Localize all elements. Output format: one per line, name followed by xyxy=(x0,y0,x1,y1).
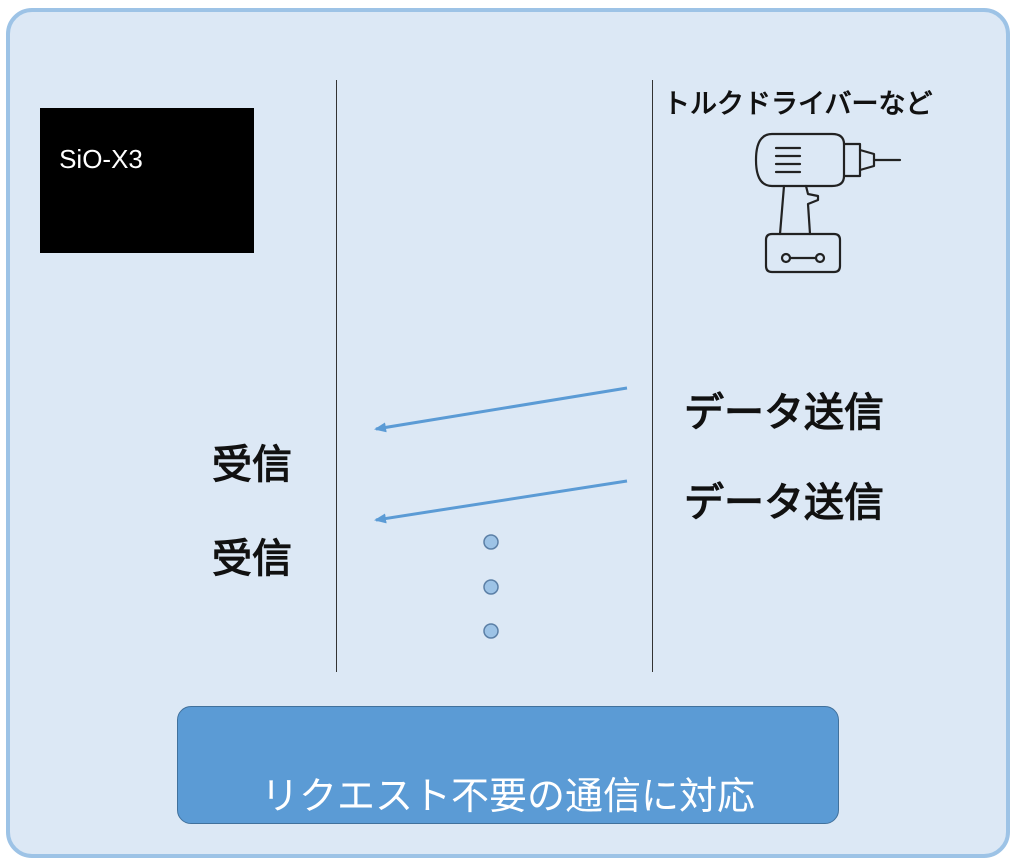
receive-label-1: 受信 xyxy=(212,442,292,488)
device-box: SiO-X3 xyxy=(40,108,254,253)
feature-banner-label: リクエスト不要の通信に対応 xyxy=(260,774,755,818)
tool-lifeline xyxy=(652,80,653,672)
send-label-2: データ送信 xyxy=(684,480,884,526)
device-lifeline xyxy=(336,80,337,672)
device-label: SiO-X3 xyxy=(59,144,143,174)
receive-label-2: 受信 xyxy=(212,536,292,582)
cordless-drill-icon xyxy=(754,132,902,274)
tool-title: トルクドライバーなど xyxy=(663,89,933,120)
send-label-1: データ送信 xyxy=(684,390,884,436)
feature-banner: リクエスト不要の通信に対応 xyxy=(177,706,839,824)
